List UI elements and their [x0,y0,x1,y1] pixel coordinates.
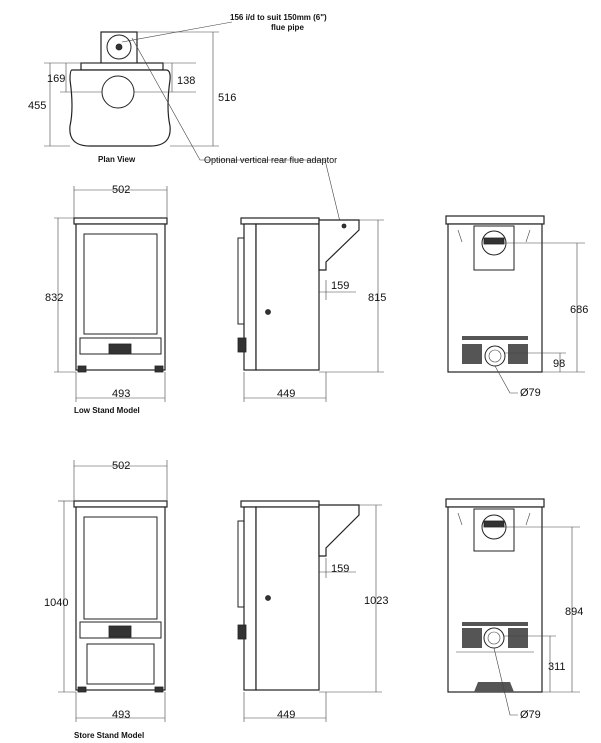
dim-138-label: 138 [177,75,195,87]
store-side-knob [265,595,271,601]
store-dim-1040-label: 1040 [44,597,68,609]
low-dim-815-label: 815 [368,292,386,304]
store-front-control [108,625,132,638]
low-outlet-dia-label: Ø79 [520,387,541,399]
plan-flue-pipe-circle [106,34,132,60]
low-dim-832-label: 832 [45,292,63,304]
store-side-body [255,506,320,691]
low-dim-493-label: 493 [112,388,130,400]
dim-516-label: 516 [218,92,236,104]
store-front-view: 502 1040 493 Store Stand Model [44,460,168,740]
store-side-rear-adaptor [318,504,360,557]
store-dim-449-label: 449 [277,709,295,721]
flue-callout-leader [121,21,233,43]
adaptor-callout-leader [131,37,343,231]
low-dim-449-label: 449 [277,388,295,400]
plan-view-caption: Plan View [98,155,136,164]
dim-455-label: 455 [28,100,46,112]
store-rear-view: 894 311 Ø79 [445,498,583,721]
plan-flue-center [115,43,123,51]
low-dim-502-label: 502 [112,184,130,196]
plan-top-rail [80,62,164,71]
low-side-knob [265,309,271,315]
low-dim-686-label: 686 [570,304,588,316]
store-side-view: 159 1023 449 [237,500,388,722]
store-dim-311-label: 311 [548,661,566,673]
store-front-body [75,506,166,691]
store-rear-base-vent [474,682,514,692]
plan-view: 455 169 138 516 156 i/d to suit 150mm (6… [28,13,343,231]
low-front-control [108,343,132,355]
low-rear-flue-plate [473,225,515,271]
store-rear-flue-plate [473,508,515,552]
store-dim-502-label: 502 [112,460,130,472]
store-dim-894-label: 894 [565,606,583,618]
low-dim-98-label: 98 [553,358,565,370]
store-front-door-glass [83,516,158,620]
low-side-view: 159 815 449 [237,217,386,402]
low-side-body [255,223,320,371]
low-front-view: 502 832 493 Low Stand Model [45,184,168,415]
store-dim-1023-label: 1023 [364,595,388,607]
dim-169-label: 169 [47,73,65,85]
flue-callout-line2: flue pipe [271,23,304,32]
adaptor-callout-label: Optional vertical rear flue adaptor [204,155,337,165]
low-rear-view: 686 98 Ø79 [445,215,588,399]
flue-callout-line1: 156 i/d to suit 150mm (6") [230,13,327,22]
store-dim-493-label: 493 [112,709,130,721]
store-rear-body [447,506,543,693]
store-stand-caption: Store Stand Model [74,731,144,740]
store-dim-159-label: 159 [331,563,349,575]
low-stand-caption: Low Stand Model [74,406,140,415]
store-front-log-store [86,643,155,685]
low-side-rear-adaptor [318,219,360,271]
low-front-door-glass [83,233,158,335]
low-dim-159-label: 159 [331,280,349,292]
store-outlet-dia-label: Ø79 [520,709,541,721]
